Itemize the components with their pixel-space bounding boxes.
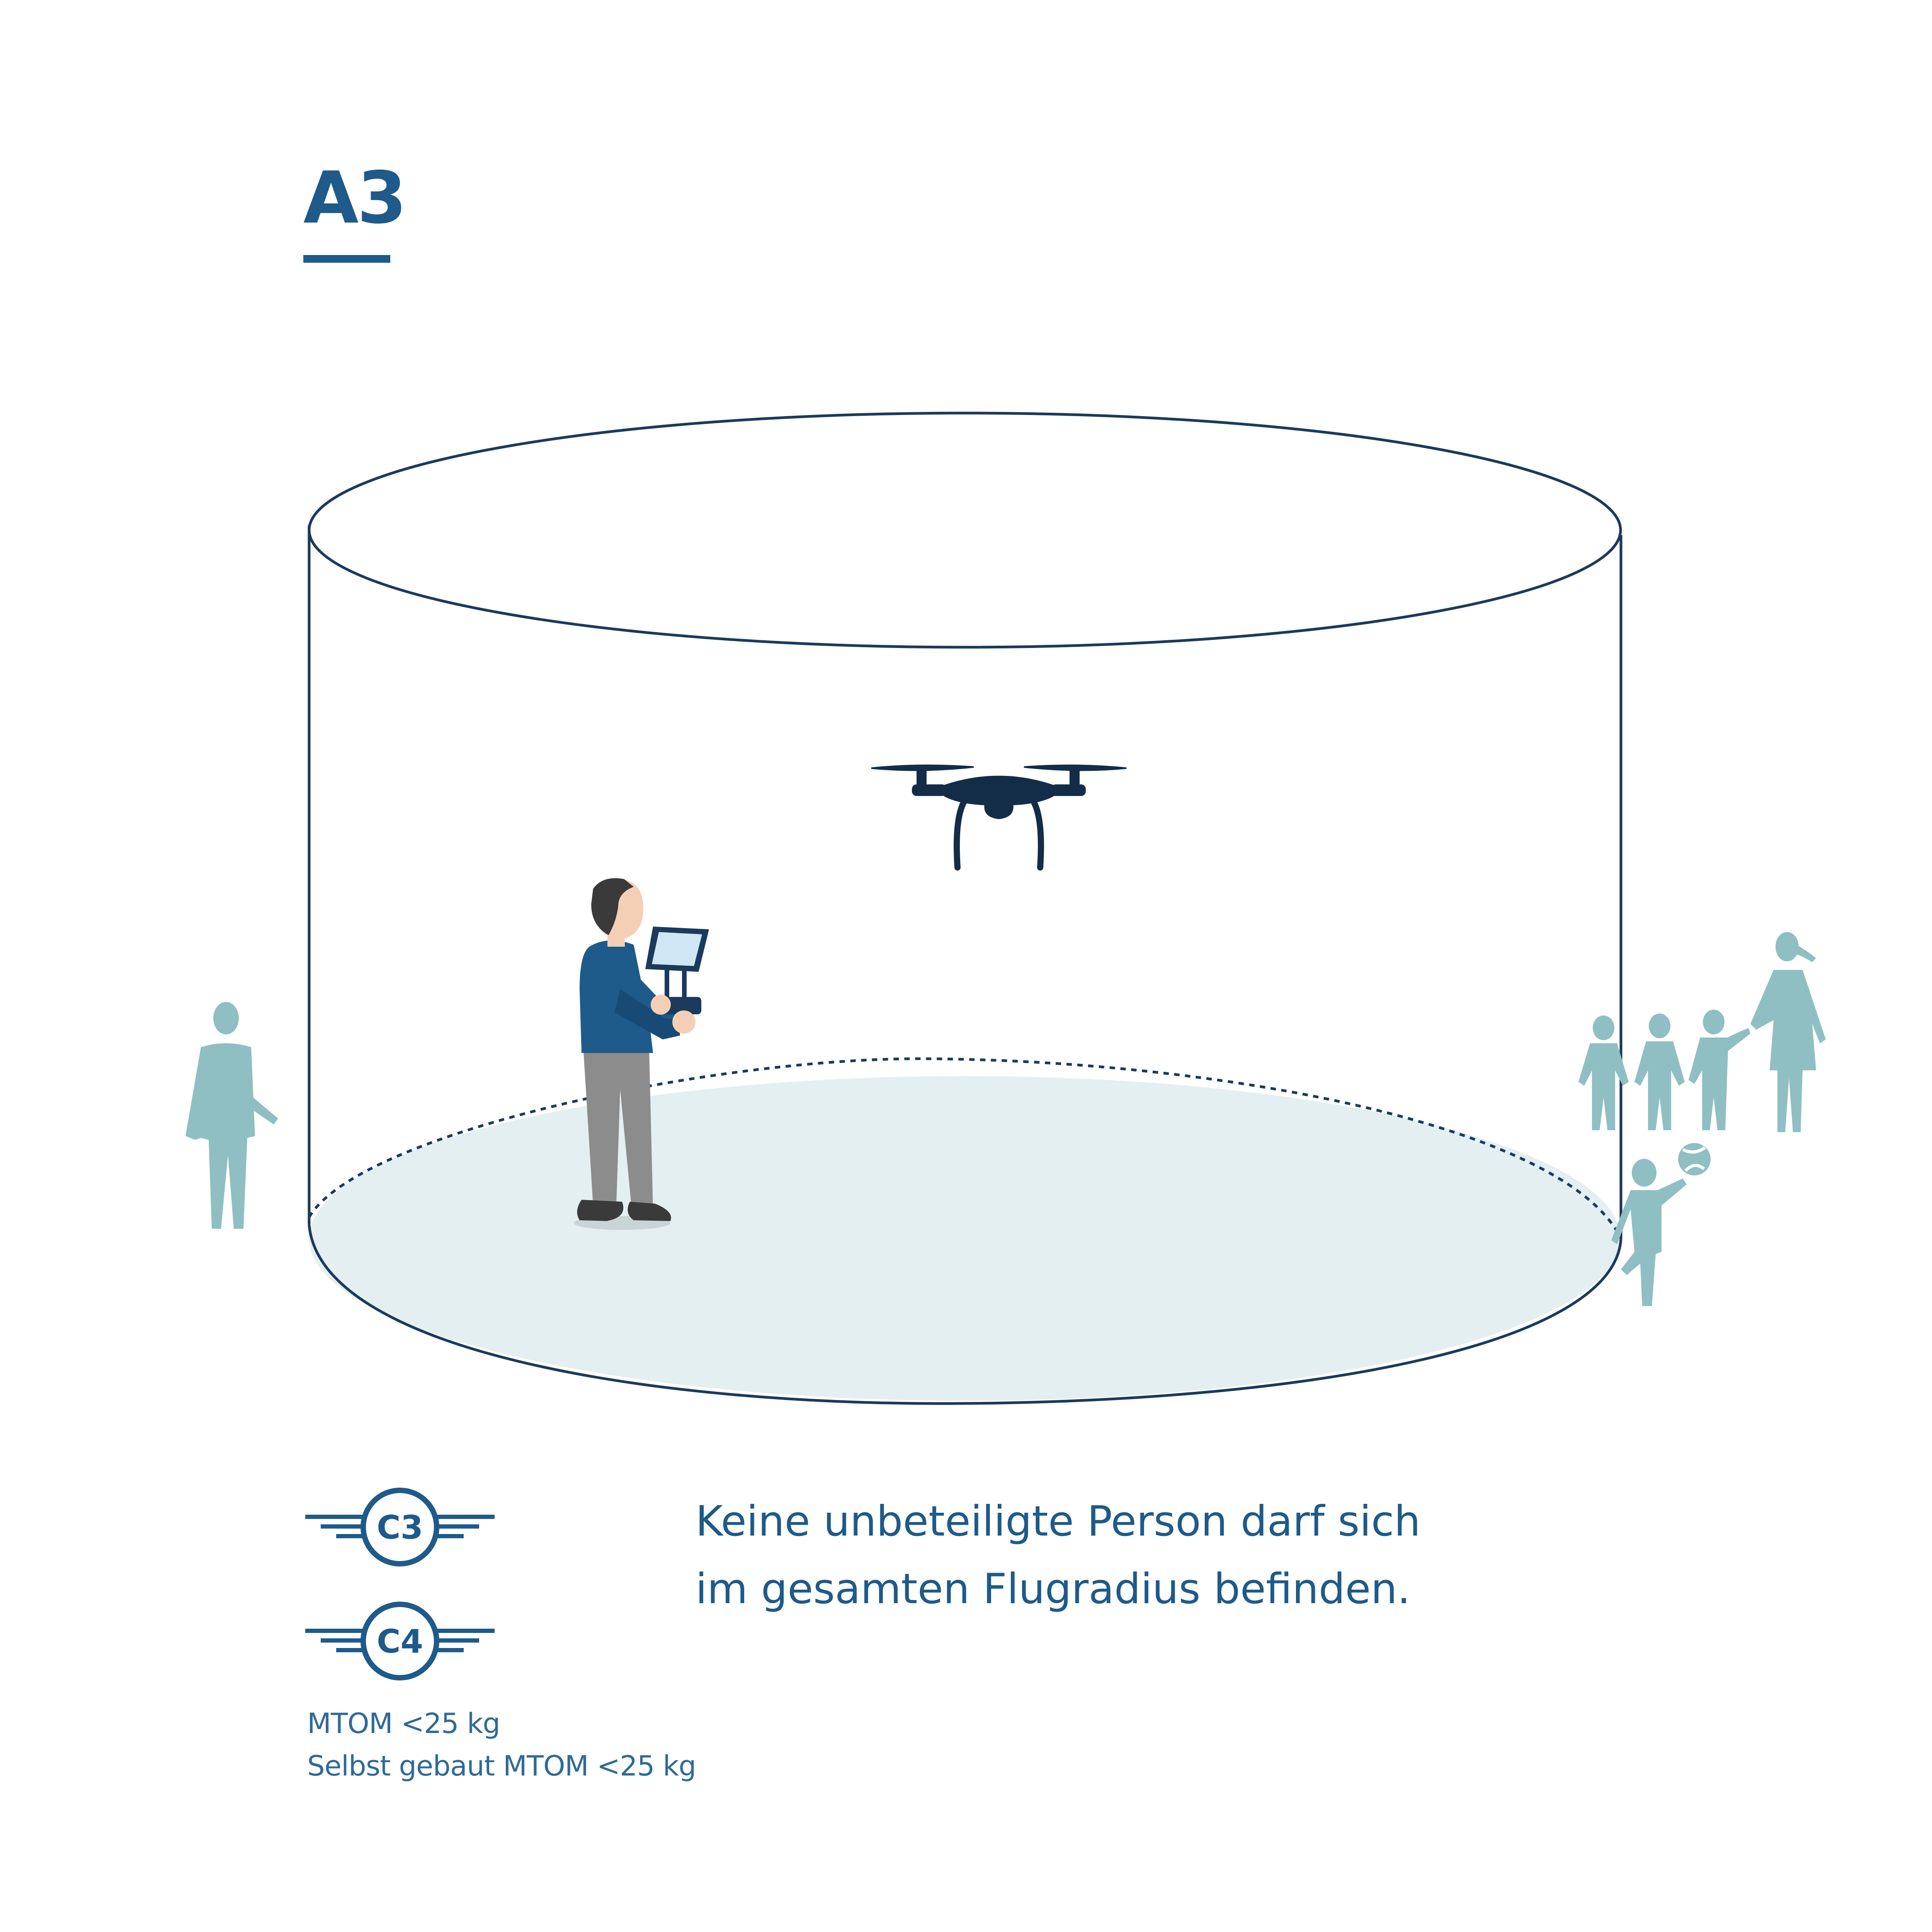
class-badge-c3: C3 <box>305 1488 495 1566</box>
bystander-group-icon <box>1578 932 1826 1306</box>
flight-zone-top <box>308 412 1622 649</box>
rule-description-line-2: im gesamten Flugradius befinden. <box>696 1565 1411 1613</box>
flight-zone-ground-back-edge <box>308 1057 1622 1239</box>
quadcopter-drone-icon <box>871 764 1127 871</box>
class-badge-c4-label: C4 <box>377 1622 423 1660</box>
category-heading: A3 <box>303 156 407 240</box>
heading-underline <box>303 255 390 263</box>
rule-description-line-1: Keine unbeteiligte Person darf sich <box>696 1497 1421 1546</box>
drone-pilot-icon <box>574 878 709 1230</box>
class-badge-c4: C4 <box>305 1602 495 1680</box>
mass-limit-note-line-2: Selbst gebaut MTOM <25 kg <box>307 1750 696 1782</box>
flight-zone-ground-front-edge <box>308 1225 1622 1405</box>
class-badge-c3-label: C3 <box>377 1509 423 1546</box>
flight-zone-ground <box>309 1076 1621 1401</box>
rule-description: Keine unbeteiligte Person darf sich im g… <box>696 1488 1700 1623</box>
bystander-person-icon <box>185 1002 278 1229</box>
mass-limit-note: MTOM <25 kg Selbst gebaut MTOM <25 kg <box>307 1702 771 1787</box>
mass-limit-note-line-1: MTOM <25 kg <box>307 1707 500 1740</box>
